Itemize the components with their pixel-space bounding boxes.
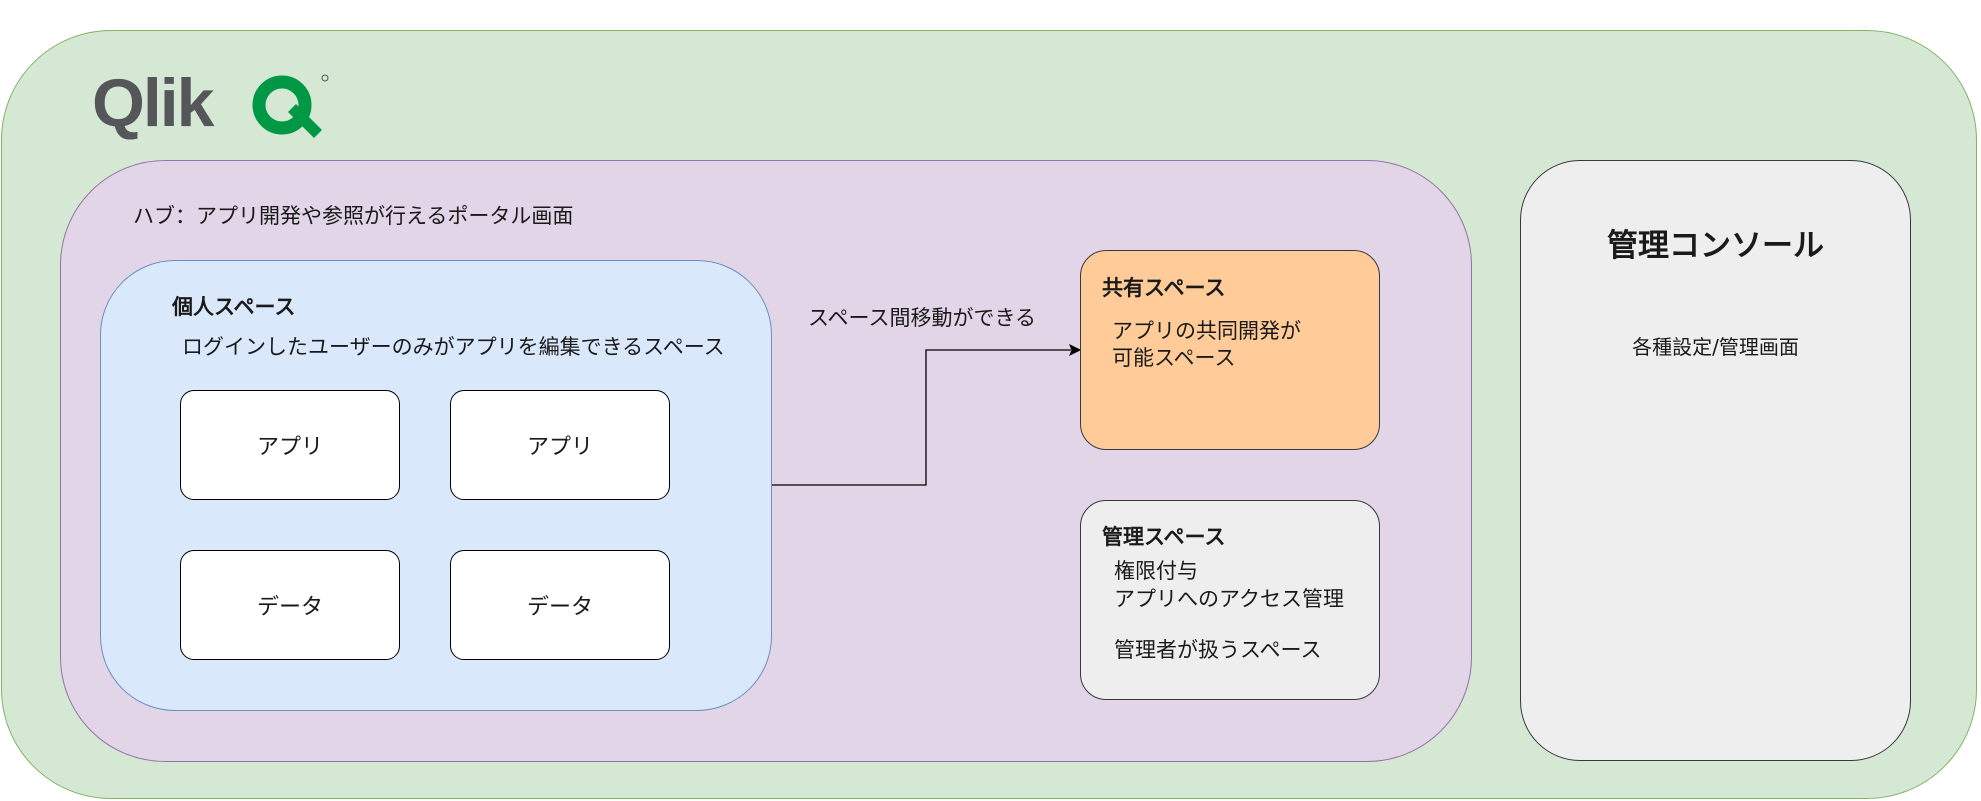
personal-app-box-2: アプリ [450,390,670,500]
shared-space-container [1080,250,1380,450]
shared-space-description: アプリの共同開発が 可能スペース [1112,318,1301,372]
qlik-q-tail [288,104,322,138]
qlik-q-ring [252,75,312,135]
shared-space-description-line: 可能スペース [1112,346,1236,370]
admin-space-description-line: 権限付与 [1114,559,1198,583]
admin-space-container [1080,500,1380,700]
personal-space-description: ログインしたユーザーのみがアプリを編集できるスペース [182,335,725,359]
qlik-logo-graphic: Qlik [92,68,329,141]
admin-space-note: 管理者が扱うスペース [1114,638,1322,662]
management-console-container [1520,160,1911,761]
shared-space-title: 共有スペース [1102,276,1226,300]
connector-label: スペース間移動ができる [808,306,1037,330]
admin-space-title: 管理スペース [1102,525,1226,549]
management-console-description: 各種設定/管理画面 [1632,335,1799,359]
personal-data-box-1: データ [180,550,400,660]
qlik-wordmark: Qlik [92,68,215,141]
registered-mark-icon [321,74,329,82]
shared-space-description-line: アプリの共同開発が [1112,319,1301,343]
personal-app-box-1: アプリ [180,390,400,500]
admin-space-description-line: アプリへのアクセス管理 [1114,587,1344,611]
qlik-logo: Qlik [92,68,332,142]
management-console-title: 管理コンソール [1607,228,1824,264]
personal-space-title: 個人スペース [172,295,296,319]
personal-data-box-2: データ [450,550,670,660]
admin-space-description: 権限付与 アプリへのアクセス管理 [1114,557,1344,613]
hub-title: ハブ：アプリ開発や参照が行えるポータル画面 [133,204,574,228]
